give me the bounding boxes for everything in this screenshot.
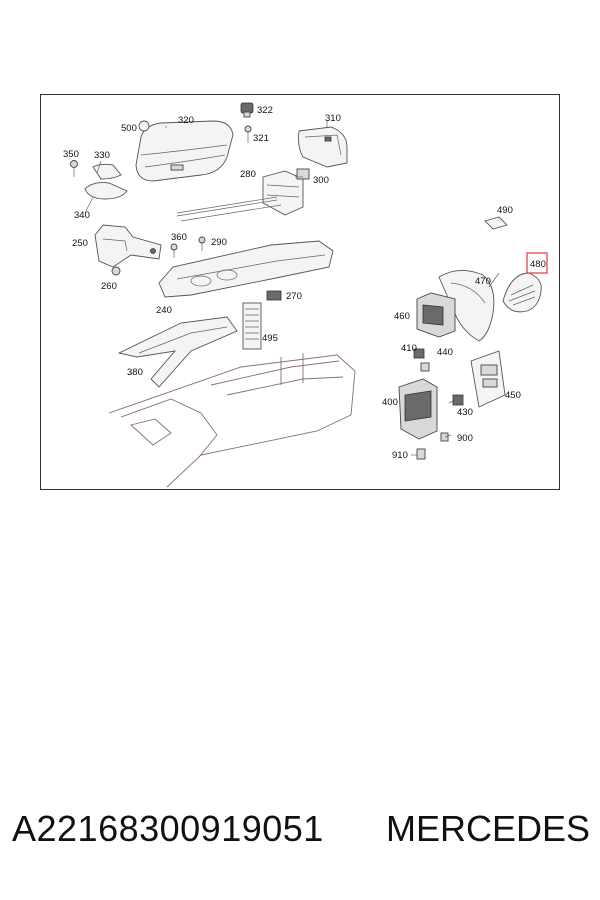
grille-part-495: [242, 302, 262, 350]
callout-270: 270: [286, 291, 302, 302]
callout-480-highlight-box: [526, 252, 548, 274]
callout-500: 500: [121, 123, 137, 134]
callout-330: 330: [94, 150, 110, 161]
connector-part-440: [420, 362, 430, 372]
callout-440: 440: [437, 347, 453, 358]
part-number-text: A22168300919051: [12, 808, 324, 849]
switch-part-270: [266, 290, 282, 301]
knob-part-322: [240, 102, 254, 118]
callout-430: 430: [457, 407, 473, 418]
connector-part-410: [413, 348, 425, 359]
callout-900: 900: [457, 433, 473, 444]
callout-360: 360: [171, 232, 187, 243]
callout-310: 310: [325, 113, 341, 124]
callout-322: 322: [257, 105, 273, 116]
screw-part-360: [170, 243, 178, 258]
callout-260: 260: [101, 281, 117, 292]
lower-console-part: [108, 353, 356, 488]
callout-240: 240: [156, 305, 172, 316]
trim-part-380: [117, 316, 238, 388]
callout-250: 250: [72, 238, 88, 249]
cap-part-910: [416, 448, 426, 460]
callout-400: 400: [382, 397, 398, 408]
exploded-parts-diagram: 500 320 322 321 310 350 330 280 300 340 …: [63, 102, 548, 488]
callout-490: 490: [497, 205, 513, 216]
parts-diagram-frame: 500 320 322 321 310 350 330 280 300 340 …: [40, 94, 560, 490]
screw-part-321: [244, 125, 252, 143]
brand-text: MERCEDES: [386, 808, 591, 849]
callout-450: 450: [505, 390, 521, 401]
console-frame-part-240: [158, 240, 334, 298]
clip-part-900: [440, 432, 449, 442]
plate-part-450: [470, 350, 506, 408]
flap-part-340: [84, 182, 128, 200]
callout-290: 290: [211, 237, 227, 248]
screw-part-260: [111, 266, 121, 276]
hinge-mechanism-part-280: [176, 170, 304, 222]
cover-part-310: [298, 126, 348, 168]
cap-part-490: [484, 216, 508, 230]
callout-350: 350: [63, 149, 79, 160]
connector-part-430: [452, 394, 464, 406]
mechanism-part-400: [398, 378, 438, 440]
caption-bar: A22168300919051 MERCEDES: [0, 808, 600, 858]
callout-380: 380: [127, 367, 143, 378]
callout-300: 300: [313, 175, 329, 186]
bracket-part-250: [94, 224, 162, 268]
callout-280: 280: [240, 169, 256, 180]
callout-321: 321: [253, 133, 269, 144]
callout-460: 460: [394, 311, 410, 322]
callout-495: 495: [262, 333, 278, 344]
callout-320: 320: [178, 115, 194, 126]
armrest-lid-part: [135, 120, 234, 182]
callout-480: 480: [530, 259, 546, 270]
callout-470: 470: [475, 276, 491, 287]
ring-part-500: [138, 120, 150, 132]
callout-340: 340: [74, 210, 90, 221]
screw-part-290: [198, 236, 206, 251]
callout-410: 410: [401, 343, 417, 354]
callout-910: 910: [392, 450, 408, 461]
vent-part-460: [416, 292, 456, 338]
bracket-part-300: [296, 168, 310, 180]
highlighted-part-480: [502, 272, 542, 313]
leader-lines: [84, 121, 500, 456]
clip-part-330: [92, 163, 122, 180]
screw-part-350: [70, 160, 78, 177]
